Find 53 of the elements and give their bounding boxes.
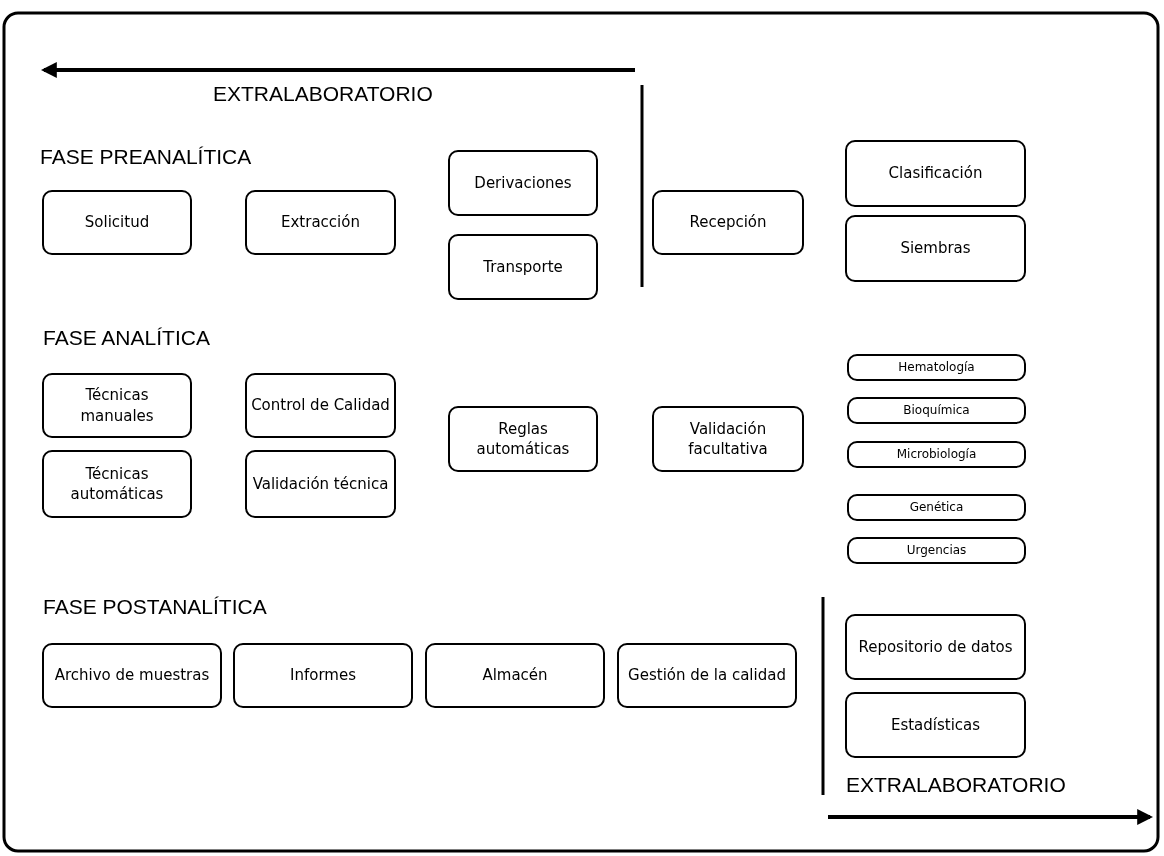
process-box xyxy=(448,406,598,472)
box-label: Reglas automáticas xyxy=(475,418,571,460)
zone-label: EXTRALABORATORIO xyxy=(846,773,1066,797)
zone-label: EXTRALABORATORIO xyxy=(213,82,433,106)
box-label: Estadísticas xyxy=(889,714,982,736)
process-box xyxy=(845,140,1026,207)
box-label: Transporte xyxy=(482,256,564,278)
process-box xyxy=(448,150,598,216)
process-box xyxy=(245,373,396,438)
box-label: Repositorio de datos xyxy=(857,636,1014,658)
box-label: Derivaciones xyxy=(473,172,573,194)
process-box xyxy=(245,190,396,255)
process-box xyxy=(617,643,797,708)
box-label: Archivo de muestras xyxy=(53,665,211,686)
box-label: Informes xyxy=(289,665,357,686)
process-box xyxy=(42,450,192,518)
process-box xyxy=(42,373,192,438)
box-label: Clasificación xyxy=(887,163,984,184)
box-label: Recepción xyxy=(688,212,768,233)
box-label: Hematología xyxy=(897,359,976,376)
process-box xyxy=(847,537,1026,564)
phase-heading: FASE POSTANALÍTICA xyxy=(43,595,267,619)
box-label: Validación técnica xyxy=(251,473,390,495)
box-label: Almacén xyxy=(481,665,549,686)
box-label: Gestión de la calidad xyxy=(627,665,787,686)
process-box xyxy=(847,354,1026,381)
process-box xyxy=(845,614,1026,680)
process-box xyxy=(425,643,605,708)
process-box xyxy=(847,441,1026,468)
box-label: Microbiología xyxy=(895,446,978,463)
box-label: Urgencias xyxy=(905,542,968,559)
box-label: Genética xyxy=(908,499,965,516)
phase-heading: FASE PREANALÍTICA xyxy=(40,145,252,169)
box-label: Técnicas automáticas xyxy=(69,463,165,505)
phase-heading: FASE ANALÍTICA xyxy=(43,326,210,350)
box-label: Siembras xyxy=(899,238,972,259)
box-label: Validación facultativa xyxy=(687,418,769,460)
box-label: Bioquímica xyxy=(902,402,971,419)
process-box xyxy=(847,397,1026,424)
process-box xyxy=(845,215,1026,282)
box-label: Solicitud xyxy=(83,212,151,233)
process-box xyxy=(233,643,413,708)
process-box xyxy=(652,190,804,255)
process-box xyxy=(652,406,804,472)
box-label: Técnicas manuales xyxy=(79,385,155,426)
box-label: Extracción xyxy=(280,212,361,233)
process-box xyxy=(42,643,222,708)
process-box xyxy=(42,190,192,255)
process-box xyxy=(847,494,1026,521)
process-box xyxy=(845,692,1026,758)
process-box xyxy=(245,450,396,518)
box-label: Control de Calidad xyxy=(250,395,391,416)
process-box xyxy=(448,234,598,300)
